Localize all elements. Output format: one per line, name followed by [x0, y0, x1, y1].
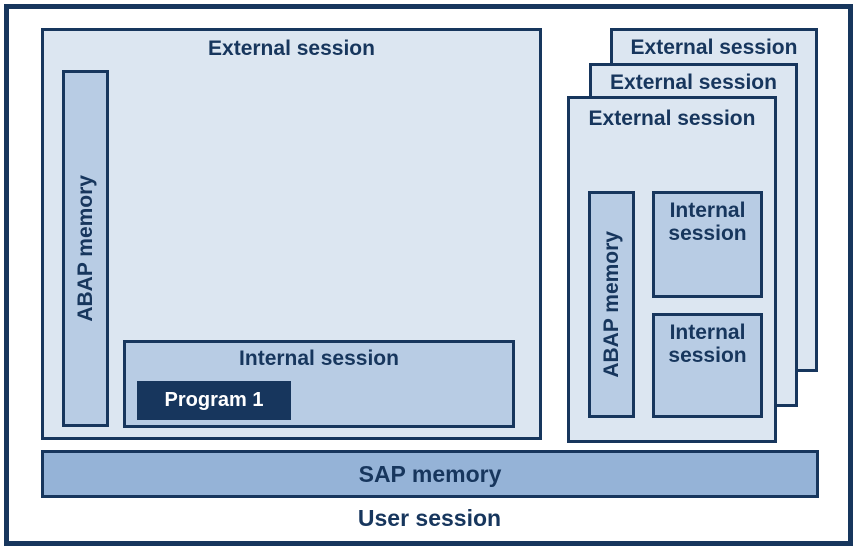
internal-session-box-right-top: Internal session: [652, 191, 763, 298]
external-session-title: External session: [610, 71, 777, 94]
abap-memory-bar-right: ABAP memory: [588, 191, 635, 418]
abap-memory-bar-left: ABAP memory: [62, 70, 109, 427]
internal-session-box-left: Internal session Program 1: [123, 340, 515, 428]
sap-memory-label: SAP memory: [358, 460, 502, 487]
sap-memory-bar: SAP memory: [41, 450, 819, 498]
program-1-box: Program 1: [137, 381, 291, 420]
program-1-label: Program 1: [164, 389, 264, 411]
internal-session-title: Internal session: [668, 199, 747, 246]
internal-session-title: Internal session: [239, 347, 399, 370]
abap-memory-label: ABAP memory: [599, 231, 623, 378]
internal-session-box-right-bottom: Internal session: [652, 313, 763, 418]
external-session-title: External session: [588, 107, 756, 130]
internal-session-title: Internal session: [668, 321, 747, 368]
user-session-label: User session: [357, 505, 502, 531]
external-session-title: External session: [208, 37, 375, 60]
external-session-title: External session: [630, 36, 798, 59]
abap-memory-label: ABAP memory: [73, 175, 97, 322]
